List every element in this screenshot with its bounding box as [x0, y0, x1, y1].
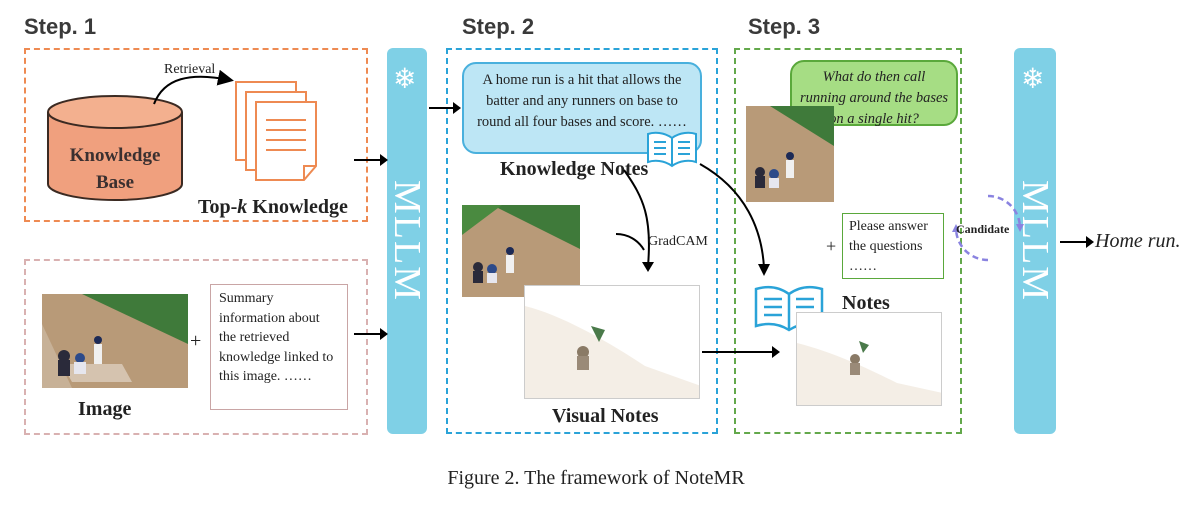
plus-sign: + [190, 330, 202, 352]
arrow-summary-to-mllm [354, 328, 388, 340]
gradcam-image [524, 285, 700, 399]
mllm-block-right: ❄ MLLM [1014, 48, 1056, 434]
book-icon [647, 131, 697, 168]
image-label: Image [78, 398, 132, 420]
retrieval-label: Retrieval [164, 62, 216, 77]
input-image [42, 294, 188, 388]
arrow-topk-to-mllm [354, 154, 388, 166]
output-answer: Home run. [1095, 230, 1181, 252]
notes-label: Notes [842, 292, 890, 314]
knowledge-text-bubble: A home run is a hit that allows the batt… [462, 62, 702, 154]
arrow-knowledge-notes-to-step3 [699, 163, 770, 276]
snowflake-icon: ❄ [393, 62, 417, 95]
arrow-to-output [1060, 236, 1094, 248]
step-1-title: Step. 1 [24, 14, 97, 39]
step2-panel [446, 48, 718, 434]
plus-sign-step3: + [826, 236, 837, 256]
snowflake-icon: ❄ [1021, 62, 1045, 95]
knowledge-base-label: Knowledge Base [69, 145, 161, 193]
cycle-arrows-icon [952, 194, 1024, 262]
arrow-visual-notes-to-step3 [702, 346, 780, 358]
knowledge-notes-label: Knowledge Notes [500, 158, 649, 180]
step2-image [462, 205, 580, 297]
topk-knowledge-label: Top-k Knowledge [198, 196, 348, 218]
step3-image [746, 106, 834, 202]
database-icon [47, 95, 183, 201]
step1-knowledge-panel [24, 48, 368, 222]
retrieval-arrow [153, 69, 234, 105]
mllm-label: MLLM [386, 180, 428, 302]
step3-visual-notes-image [796, 312, 942, 406]
step1-image-panel [24, 259, 368, 435]
gradcam-arrow [623, 169, 654, 272]
arrow-mllm-to-step2 [429, 102, 461, 114]
gradcam-label: GradCAM [648, 234, 708, 249]
step-3-title: Step. 3 [748, 14, 821, 39]
step-2-title: Step. 2 [462, 14, 535, 39]
step3-panel [734, 48, 962, 434]
summary-note: Summary information about the retrieved … [210, 284, 348, 410]
prompt-note: Please answer the questions …… [842, 213, 944, 279]
documents-icon [235, 81, 317, 181]
candidate-label: Candidate [956, 222, 1010, 236]
mllm-block-left: ❄ MLLM [386, 48, 428, 434]
gradcam-curve-arrow [615, 233, 645, 251]
visual-notes-label: Visual Notes [552, 405, 659, 427]
figure-caption: Figure 2. The framework of NoteMR [447, 467, 745, 489]
